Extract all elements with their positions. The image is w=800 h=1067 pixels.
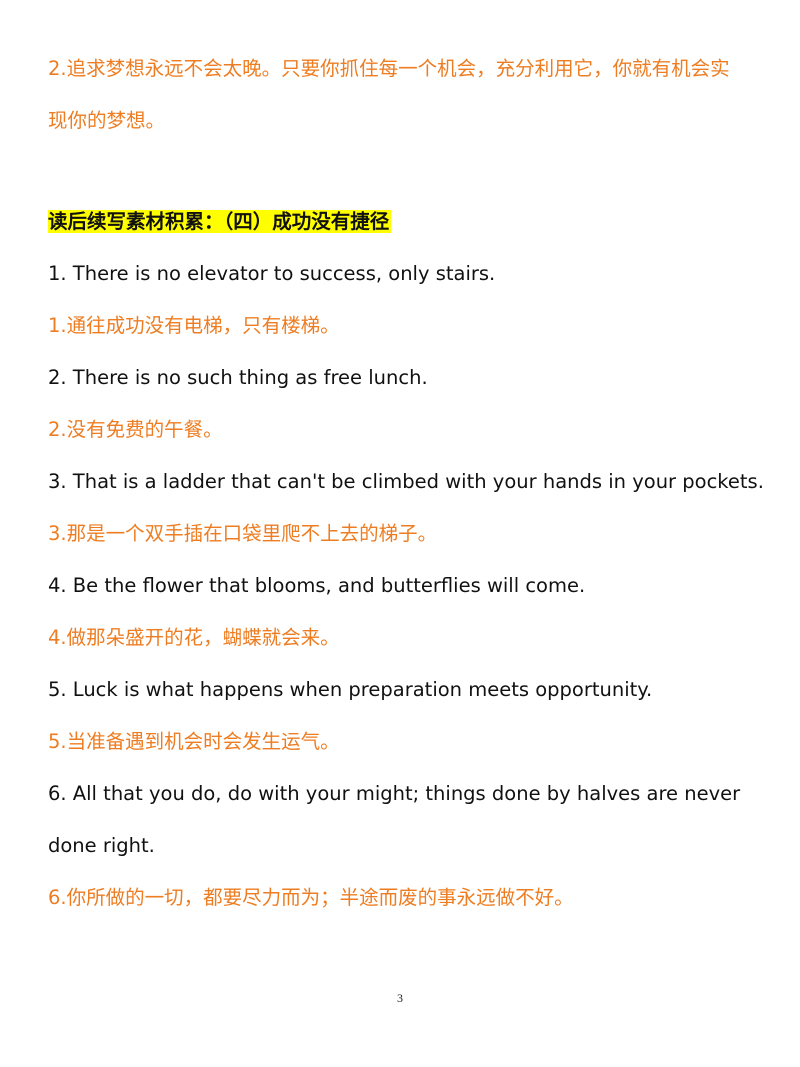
quote-en-2: 2. There is no such thing as free lunch. (48, 366, 428, 389)
quote-zh-4: 4.做那朵盛开的花，蝴蝶就会来。 (48, 626, 340, 649)
quote-zh-1: 1.通往成功没有电梯，只有楼梯。 (48, 314, 340, 337)
quote-en-5: 5. Luck is what happens when preparation… (48, 678, 653, 701)
intro-text-line-1: 2.追求梦想永远不会太晚。只要你抓住每一个机会，充分利用它，你就有机会实 (48, 57, 730, 80)
page-number: 3 (397, 991, 403, 1005)
quote-zh-5: 5.当准备遇到机会时会发生运气。 (48, 730, 340, 753)
quote-en-4: 4. Be the flower that blooms, and butter… (48, 574, 586, 597)
quote-en-1: 1. There is no elevator to success, only… (48, 262, 496, 285)
section-heading: 读后续写素材积累：（四）成功没有捷径 (48, 210, 392, 233)
quote-zh-6: 6.你所做的一切，都要尽力而为；半途而废的事永远做不好。 (48, 886, 574, 909)
quote-en-6-line-2: done right. (48, 834, 155, 857)
quote-en-6-line-1: 6. All that you do, do with your might; … (48, 782, 741, 805)
quote-en-3: 3. That is a ladder that can't be climbe… (48, 470, 764, 493)
section-heading-row: 读后续写素材积累：（四）成功没有捷径 (48, 209, 392, 235)
quote-zh-3: 3.那是一个双手插在口袋里爬不上去的梯子。 (48, 522, 438, 545)
quote-zh-2: 2.没有免费的午餐。 (48, 418, 223, 441)
intro-text-line-2: 现你的梦想。 (48, 109, 166, 132)
